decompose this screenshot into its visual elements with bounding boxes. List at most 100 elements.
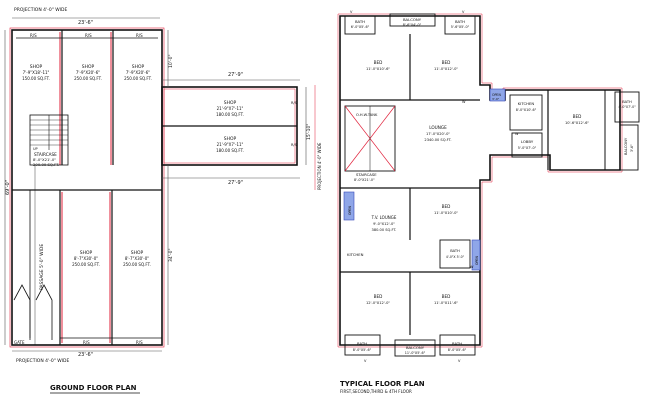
shop-name: SHOP	[80, 250, 93, 256]
open-shaft-right	[471, 239, 481, 271]
shop-size: 8'-7"X30'-0"	[74, 256, 98, 261]
room-name: BATH	[455, 19, 465, 24]
room-name: BED	[442, 204, 451, 209]
width-mid-top-label: 27'-9"	[228, 72, 243, 78]
room-size: 11'-0"X10'-0"	[434, 211, 458, 215]
staircase-name: STAIRCASE	[34, 152, 57, 157]
rs-label: R/S	[85, 33, 92, 38]
room-balcony-bottom	[394, 339, 436, 357]
room-balcony-right	[619, 124, 639, 171]
room-size: 5'-6"X5'-0"	[451, 25, 470, 29]
typical-floor-subtitle: FIRST,SECOND,THIRD & 4TH FLOOR	[340, 389, 412, 394]
room-size: 8'-0"X5'-6"	[448, 348, 467, 352]
typical-floor-title: TYPICAL FLOOR PLAN	[340, 380, 425, 388]
typical-floor-plan: BATH 6'-0"X5'-6" BALCONY 8'-6"X4'-0" BAT…	[337, 10, 640, 394]
room-name: BED	[442, 60, 451, 65]
shop-area: 250.00 SQ.FT.	[74, 76, 102, 81]
room-bath-top-right	[444, 15, 476, 35]
ground-floor-plan: PROJECTION 4'-0" WIDE 23'-6" 69'-0" R/S …	[4, 7, 322, 394]
room-size: 5'-0"X7'-0"	[518, 146, 537, 150]
ground-red-outline	[9, 27, 165, 348]
room-name: BATH	[622, 100, 632, 104]
dim-top-right-label: 10'-0"	[168, 54, 174, 68]
ground-mid-shops: 27'-9" SHOP 21'-9"X7'-11" 180.00 SQ.FT. …	[161, 72, 322, 190]
room-bath-bottom-right	[439, 334, 476, 356]
staircase-area: 200.00 SQ.FT.	[33, 162, 59, 167]
width-top-label: 23'-6"	[78, 20, 93, 26]
room-area: 2340.00 SQ.FT.	[424, 138, 451, 142]
room-name: LOUNGE	[429, 125, 447, 130]
shop-name: SHOP	[131, 250, 144, 256]
shop-size: 7'-9"X20'-6"	[126, 70, 150, 75]
room-bath-far-right	[614, 91, 640, 123]
room-name: BATH	[452, 341, 462, 346]
room-size: 3'-9"	[492, 97, 500, 101]
room-bath-top-left	[344, 15, 376, 35]
projection-top-label: PROJECTION 4'-0" WIDE	[14, 7, 67, 13]
room-name: BATH	[357, 341, 367, 346]
ventilator-marker: V	[350, 10, 353, 14]
room-name: BALCONY	[624, 137, 628, 155]
shop-size: 7'-9"X20'-6"	[76, 70, 100, 75]
shop-area: 180.00 SQ.FT.	[216, 112, 244, 117]
shop-size: 8'-7"X30'-0"	[125, 256, 149, 261]
room-name: KITCHEN	[518, 101, 535, 106]
shop-name: SHOP	[224, 136, 237, 142]
typical-red-outline	[337, 13, 623, 348]
ground-outer-wall	[11, 29, 163, 346]
room-name: BED	[374, 60, 383, 65]
room-lobby	[511, 132, 543, 158]
room-name: BALCONY	[403, 17, 422, 22]
room-name: OPEN	[475, 256, 479, 265]
height-total-label: 69'-0"	[5, 180, 11, 195]
room-size: 11'-0"X11'-6"	[434, 301, 458, 305]
shop-size: 21'-9"X7'-11"	[217, 142, 244, 147]
shop-name: SHOP	[82, 64, 95, 70]
rs-label: R/S	[291, 143, 298, 147]
room-name: BED	[573, 114, 582, 119]
window-marker: W	[515, 132, 519, 136]
room-name: OPEN	[348, 206, 352, 215]
room-name: BATH	[450, 249, 460, 253]
window-marker: W	[462, 100, 466, 104]
room-size: 10'-6"X12'-6"	[565, 121, 589, 125]
ground-passage: PASSAGE 5'-0" WIDE GATE	[13, 165, 53, 345]
room-size: 17'-0"X20'-0"	[426, 132, 450, 136]
room-bath-mid	[439, 239, 471, 269]
room-size: 8'-6"X4'-0"	[403, 23, 422, 27]
room-size: 12'-0"X12'-0"	[366, 301, 390, 305]
room-size: 11'-0"X5'-6"	[405, 351, 426, 355]
room-size: 11'-0"X10'-6"	[366, 67, 390, 71]
room-kitchen-right	[509, 94, 543, 131]
stair-up-label: UP	[33, 147, 38, 151]
room-name: STAIRCASE	[356, 172, 377, 177]
projection-bottom-label: PROJECTION 4'-0" WIDE	[16, 358, 69, 364]
room-size: 9'-0"X12'-0"	[373, 222, 395, 226]
shop-size: 21'-9"X7'-11"	[217, 106, 244, 111]
room-name: BED	[442, 294, 451, 299]
shop-name: SHOP	[132, 64, 145, 70]
shop-area: 250.00 SQ.FT.	[123, 262, 151, 267]
rs-label: R/S	[83, 340, 90, 345]
shop-area: 250.00 SQ.FT.	[72, 262, 100, 267]
shop-area: 150.00 SQ.FT.	[22, 76, 50, 81]
width-mid-bottom-label: 27'-9"	[228, 180, 243, 186]
room-name: OPEN	[492, 93, 501, 97]
room-size: 11'-0"X12'-0"	[434, 67, 458, 71]
room-area: 380.00 SQ.FT.	[372, 228, 397, 232]
rs-label: R/S	[136, 33, 143, 38]
shop-name: SHOP	[224, 100, 237, 106]
room-size: 4'-0"X7'-0"	[618, 105, 636, 109]
room-size: 6'-0"X5'-6"	[351, 25, 370, 29]
staircase-size: 8'-0"X21'-0"	[33, 157, 56, 162]
room-name: T.V. LOUNGE	[371, 215, 397, 220]
room-name: BED	[374, 294, 383, 299]
dim-bottom-right-label: 34'-0"	[168, 248, 174, 262]
room-size: 4'-0"X 5'-0"	[446, 255, 465, 259]
room-balcony-top	[389, 13, 436, 27]
room-name: BATH	[355, 19, 365, 24]
rs-label: R/S	[291, 101, 298, 105]
room-name: LOBBY	[521, 139, 534, 144]
width-bottom-label: 23'-6"	[78, 352, 93, 358]
